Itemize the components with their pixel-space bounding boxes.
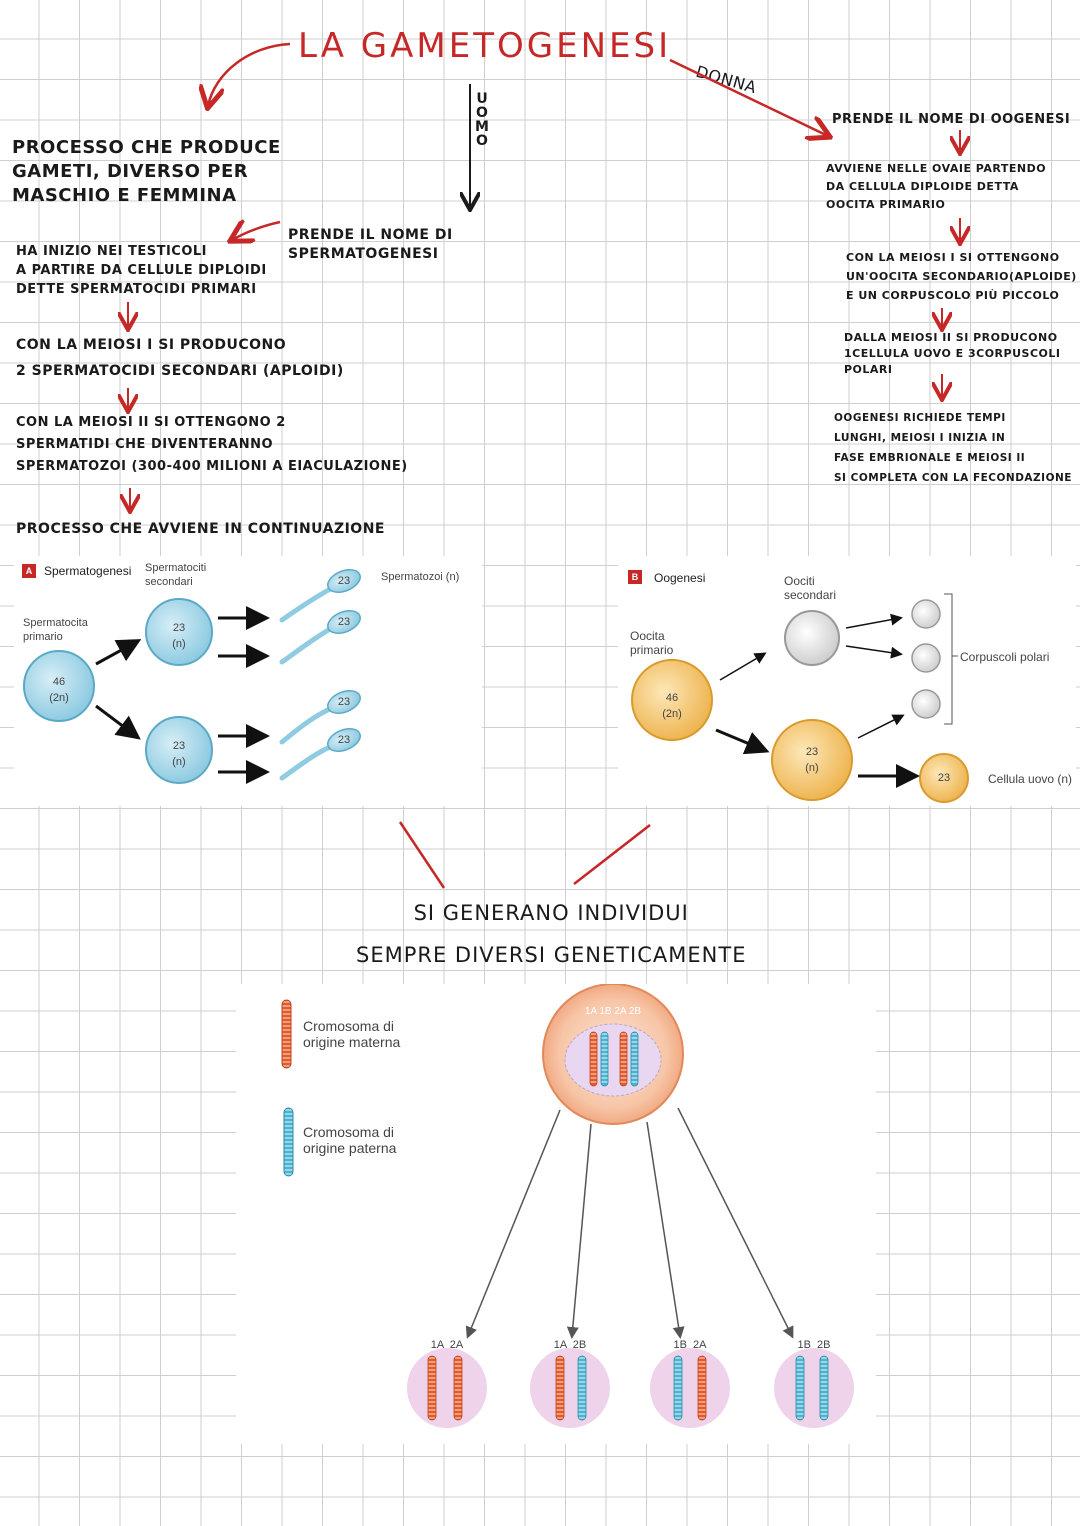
daughter-cell-label: 1A 2A: [430, 1339, 464, 1351]
primary-oocyte-label: Oocita primario: [630, 629, 674, 657]
sperm-cell: [279, 728, 361, 781]
sperm-chromosome-count: 23: [337, 734, 351, 746]
daughter-cell: [774, 1348, 854, 1428]
polar-bodies-label: Corpuscoli polari: [960, 650, 1050, 664]
daughter-cell-label: 1A 2B: [553, 1339, 587, 1351]
assortment-drawing: [281, 984, 854, 1428]
primary-spermatocyte-cell: [23, 650, 95, 722]
male-step-4: PROCESSO CHE AVVIENE IN CONTINUAZIONE: [16, 521, 385, 537]
secondary-oocytes-label: Oociti secondari: [784, 574, 837, 602]
sperm-chromosome-count: 23: [337, 696, 351, 708]
primary-chromosome-count: 46 (2n): [49, 676, 69, 704]
female-step-3: CON LA MEIOSI I SI OTTENGONO UN'OOCITA S…: [846, 251, 1077, 302]
female-step-4: DALLA MEIOSI II SI PRODUCONO 1CELLULA UO…: [844, 331, 1061, 376]
branch-label-male: UOMO: [475, 91, 489, 149]
male-step-3: CON LA MEIOSI II SI OTTENGONO 2 SPERMATI…: [16, 415, 408, 474]
figure-chromosome-assortment: Cromosoma di origine materna Cromosoma d…: [236, 984, 876, 1444]
polar-body-cell: [911, 643, 941, 673]
secondary-spermatocyte-cell: [145, 598, 213, 666]
sperm-cell: [279, 569, 361, 623]
maternal-chromosome-label: Cromosoma di origine materna: [303, 1018, 401, 1050]
oogenesis-drawing: [631, 593, 969, 803]
female-step-5: OOGENESI RICHIEDE TEMPI LUNGHI, MEIOSI I…: [834, 412, 1072, 484]
female-step-1: PRENDE IL NOME DI OOGENESI: [832, 112, 1071, 127]
primary-spermatocyte-label: Spermatocita primario: [23, 617, 88, 643]
primary-oocyte-count: 46 (2n): [662, 692, 682, 720]
secondary-chromosome-count: 23 (n): [172, 740, 186, 768]
sperm-chromosome-count: 23: [337, 575, 351, 587]
egg-cell-label: Cellula uovo (n): [988, 772, 1073, 786]
daughter-cell-label: 1B 2A: [673, 1339, 707, 1351]
male-step-2: CON LA MEIOSI I SI PRODUCONO 2 SPERMATOC…: [16, 337, 344, 379]
female-step-2: AVVIENE NELLE OVAIE PARTENDO DA CELLULA …: [826, 162, 1047, 211]
sperm-chromosome-count: 23: [337, 616, 351, 628]
page-title: LA GAMETOGENESI: [298, 26, 672, 66]
figure-spermatogenesis: A Spermatogenesi Spermatociti secondari …: [14, 556, 482, 806]
daughter-cell: [407, 1348, 487, 1428]
intro-text: PROCESSO CHE PRODUCE GAMETI, DIVERSO PER…: [12, 137, 281, 206]
daughter-cell-label: 1B 2B: [797, 1339, 831, 1351]
figure-b-badge: B: [628, 570, 642, 584]
secondary-chromosome-count: 23 (n): [172, 622, 186, 650]
polar-body-cell: [911, 689, 941, 719]
egg-cell-count: 23: [937, 772, 951, 784]
polar-body-cell: [911, 599, 941, 629]
secondary-oocyte-cell: [771, 719, 853, 801]
male-step-1: HA INIZIO NEI TESTICOLI A PARTIRE DA CEL…: [16, 244, 267, 297]
figure-oogenesis: B Oogenesi Oocita primario Oociti second…: [618, 556, 1076, 806]
secondary-spermatocytes-label: Spermatociti secondari: [145, 562, 207, 588]
secondary-oocyte-count: 23 (n): [805, 746, 819, 774]
sperm-cell: [279, 610, 361, 665]
conclusion-text: SI GENERANO INDIVIDUI SEMPRE DIVERSI GEN…: [356, 901, 747, 967]
spermatogenesis-drawing: [23, 569, 361, 784]
parent-cell-chromosome-labels: 1A 1B 2A 2B: [584, 1006, 642, 1017]
figure-a-title: Spermatogenesi: [44, 564, 132, 578]
primary-oocyte-cell: [631, 659, 713, 741]
daughter-cell: [530, 1348, 610, 1428]
maternal-chromosome-swatch: [281, 999, 292, 1069]
spermatozoa-label: Spermatozoi (n): [381, 571, 460, 583]
egg-cell: [919, 753, 969, 803]
sperm-cell: [279, 690, 361, 745]
polar-body-cell: [784, 610, 840, 666]
figure-b-title: Oogenesi: [654, 571, 706, 585]
paternal-chromosome-label: Cromosoma di origine paterna: [303, 1124, 397, 1156]
figure-a-badge: A: [22, 564, 36, 578]
paternal-chromosome-swatch: [283, 1107, 294, 1177]
male-name-text: PRENDE IL NOME DI SPERMATOGENESI: [288, 227, 453, 262]
secondary-spermatocyte-cell: [145, 716, 213, 784]
daughter-cell: [650, 1348, 730, 1428]
